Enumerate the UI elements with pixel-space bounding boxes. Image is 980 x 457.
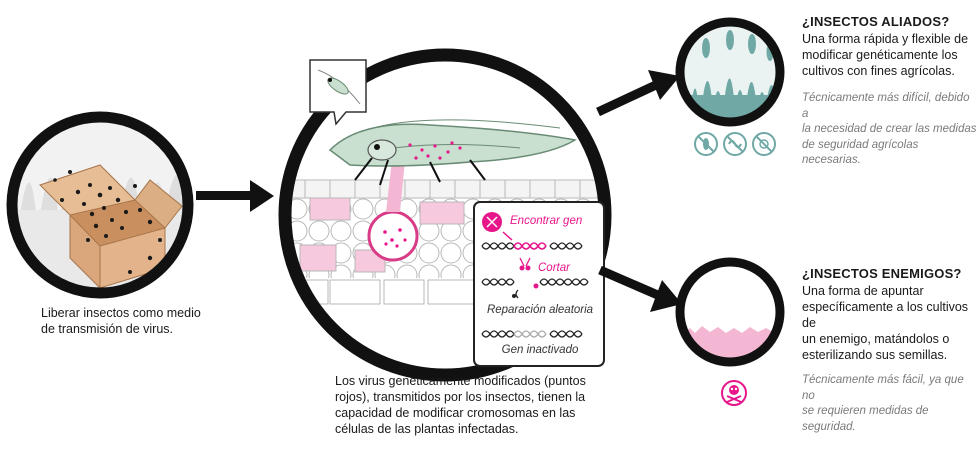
scissors-icon [519,257,531,271]
center-caption: Los virus genéticamente modificados (pun… [335,373,635,437]
arrow-to-allies-icon [596,70,680,117]
skull-crossbones-icon [721,380,747,406]
allies-panel: ¿INSECTOS ALIADOS? Una forma rápida y fl… [802,14,977,169]
no-bug-icon [694,132,718,156]
allies-description-line: cultivos con fines agrícolas. [802,64,955,78]
dna-strand-1 [481,242,583,250]
enemies-description: Una forma de apuntar específicamente a l… [802,283,977,363]
center-caption-line: Los virus genéticamente modificados (pun… [335,374,586,388]
allies-note-line: de seguridad agrícolas necesarias. [802,138,919,167]
step-find-gene: Encontrar gen [510,215,583,227]
enemies-note-line: se requieren medidas de seguridad. [802,405,929,433]
step-random-repair: Reparación aleatoria [486,304,594,316]
allies-description-line: Una forma rápida y flexible de [802,32,969,46]
allies-note-line: la necesidad de crear las medidas [802,123,977,135]
enemies-description-line: esterilizando sus semillas. [802,348,948,362]
enemies-description-line: específicamente a los cultivos de [802,300,969,330]
allies-crops-illustration [675,17,785,127]
arrow-to-enemies-icon [598,265,682,312]
center-caption-line: células de las plantas infectadas. [335,422,519,436]
left-caption: Liberar insectos como medio de transmisi… [41,305,231,337]
left-caption-line: de transmisión de virus. [41,322,174,336]
enemies-description-line: Una forma de apuntar [802,284,924,298]
allies-heading: ¿INSECTOS ALIADOS? [802,14,950,29]
allies-description-line: modificar genéticamente los [802,48,958,62]
enemies-crops-illustration [675,257,785,367]
release-insects-illustration [6,111,194,299]
insect-zoom-bubble [309,59,367,126]
enemies-note-line: Técnicamente más fácil, ya que no [802,374,964,402]
arrow-to-center-icon [196,180,274,212]
left-caption-line: Liberar insectos como medio [41,306,201,320]
step-cut: Cortar [538,262,570,274]
enemies-note: Técnicamente más fácil, ya que no se req… [802,373,977,435]
step-gene-inactivated: Gen inactivado [501,344,579,356]
dna-strand-2 [481,278,589,286]
enemies-panel: ¿INSECTOS ENEMIGOS? Una forma de apuntar… [802,266,977,435]
virus-icon [482,212,502,232]
center-caption-line: capacidad de modificar cromosomas en las [335,406,576,420]
no-virus-icon [752,132,776,156]
allies-description: Una forma rápida y flexible de modificar… [802,31,977,79]
allies-note-line: Técnicamente más difícil, debido a [802,92,970,120]
center-caption-line: rojos), transmitidos por los insectos, t… [335,390,586,404]
no-germ-icon [723,132,747,156]
dna-strand-3 [481,330,583,338]
gene-edit-process-box [473,201,605,367]
enemies-description-line: un enemigo, matándolos o [802,332,950,346]
allies-note: Técnicamente más difícil, debido a la ne… [802,91,977,169]
enemies-heading: ¿INSECTOS ENEMIGOS? [802,266,962,281]
